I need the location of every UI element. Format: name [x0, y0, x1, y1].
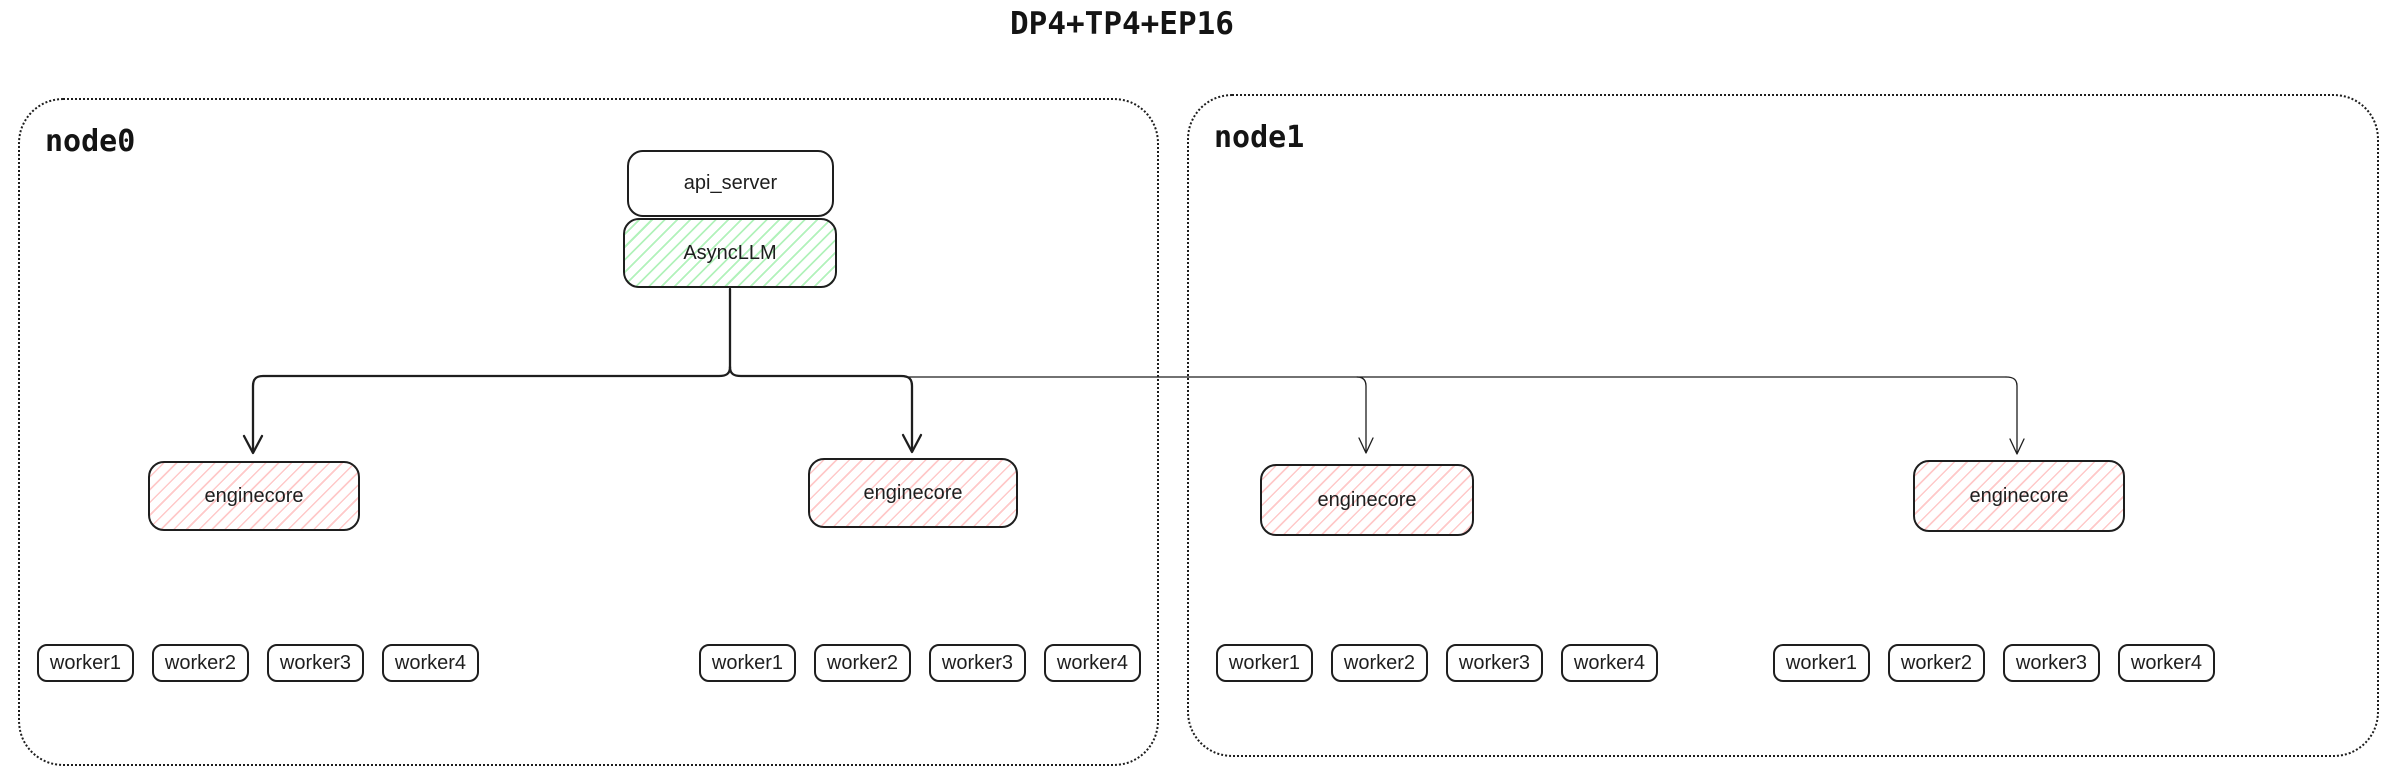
asyncllm-box: AsyncLLM	[623, 218, 837, 288]
diagram-title: DP4+TP4+EP16	[1010, 6, 1234, 42]
worker-box: worker4	[2118, 644, 2215, 682]
worker-box: worker4	[1561, 644, 1658, 682]
node1-enginecore-2: enginecore	[1913, 460, 2125, 532]
worker-box: worker1	[1773, 644, 1870, 682]
node0-worker-group-1: worker1 worker2 worker3 worker4	[37, 644, 479, 682]
node1-label: node1	[1214, 120, 1305, 155]
node1-container: node1	[1187, 94, 2379, 757]
worker-box: worker2	[152, 644, 249, 682]
worker-box: worker4	[382, 644, 479, 682]
node0-container: node0	[18, 98, 1159, 766]
node0-label: node0	[45, 124, 136, 159]
worker-box: worker4	[1044, 644, 1141, 682]
worker-box: worker1	[1216, 644, 1313, 682]
worker-box: worker2	[1888, 644, 1985, 682]
worker-box: worker1	[699, 644, 796, 682]
node1-enginecore-1: enginecore	[1260, 464, 1474, 536]
node0-enginecore-2: enginecore	[808, 458, 1018, 528]
node1-worker-group-2: worker1 worker2 worker3 worker4	[1773, 644, 2215, 682]
worker-box: worker1	[37, 644, 134, 682]
worker-box: worker3	[929, 644, 1026, 682]
worker-box: worker3	[1446, 644, 1543, 682]
node1-worker-group-1: worker1 worker2 worker3 worker4	[1216, 644, 1658, 682]
worker-box: worker2	[1331, 644, 1428, 682]
node0-worker-group-2: worker1 worker2 worker3 worker4	[699, 644, 1141, 682]
worker-box: worker2	[814, 644, 911, 682]
worker-box: worker3	[2003, 644, 2100, 682]
api-server-box: api_server	[627, 150, 834, 217]
worker-box: worker3	[267, 644, 364, 682]
node0-enginecore-1: enginecore	[148, 461, 360, 531]
